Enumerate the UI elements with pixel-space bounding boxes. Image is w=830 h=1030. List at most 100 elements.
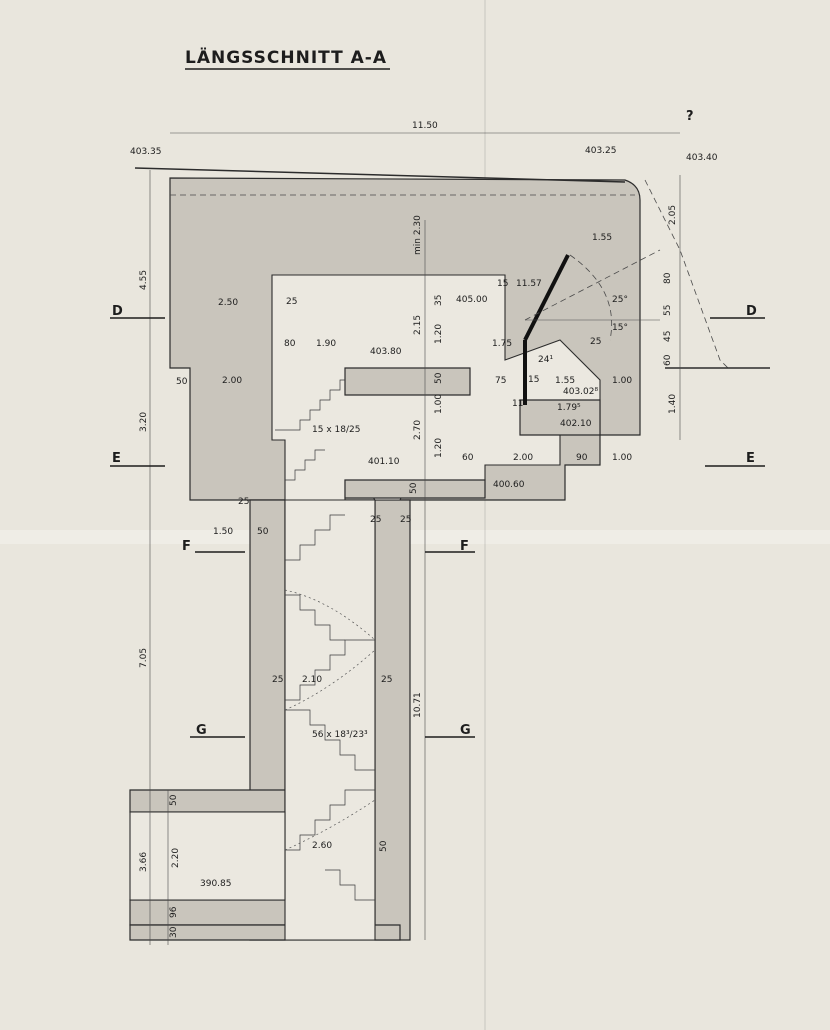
level-top-mid: 403.25 [585, 146, 617, 156]
terrain-top [134, 167, 626, 183]
dim-2-20: 2.20 [171, 848, 181, 868]
stair-walkline-2 [284, 649, 376, 711]
dim-50-e: 50 [434, 372, 444, 384]
dim-1-90: 1.90 [316, 339, 336, 349]
dim-10-71: 10.71 [413, 692, 423, 718]
level-403-80: 403.80 [370, 347, 402, 357]
dim-overall-width: 11.50 [412, 121, 438, 131]
shaft-wall-right [374, 499, 411, 941]
dim-2-10: 2.10 [302, 675, 322, 685]
dim-2-15: 2.15 [413, 315, 423, 335]
dim-96: 96 [169, 906, 179, 918]
dim-1-00-lower: 1.00 [612, 453, 632, 463]
stair-flights [275, 379, 376, 901]
level-400-60: 400.60 [493, 480, 525, 490]
section-mark-g-left: G [196, 723, 207, 738]
dimension-labels: 11.50 4.55 3.20 7.05 3.66 2.20 10.71 2.0… [139, 121, 678, 938]
entrance-block [519, 399, 601, 436]
dim-25-g: 25 [590, 337, 601, 347]
dim-45: 45 [663, 331, 673, 342]
dim-50-c: 50 [169, 794, 179, 806]
sheet-mark: ? [686, 109, 694, 124]
dim-3-66: 3.66 [139, 852, 149, 872]
dim-25-c: 25 [370, 515, 381, 525]
section-mark-e-right: E [746, 451, 755, 466]
angle-25: 25° [612, 295, 628, 305]
stair-note-upper: 15 x 18/25 [312, 425, 360, 435]
landing-401-10 [344, 479, 486, 499]
dim-80-b: 80 [663, 272, 673, 284]
dim-25-d: 25 [400, 515, 411, 525]
dim-1-20-b: 1.20 [434, 438, 444, 458]
section-mark-e-left: E [112, 451, 121, 466]
stair-walkline-3 [284, 799, 376, 851]
dimension-lines [149, 132, 681, 945]
stair-flight-3 [285, 514, 345, 561]
dim-11-57: 11.57 [516, 279, 542, 289]
dim-2-70: 2.70 [413, 420, 423, 440]
shaft-void [284, 499, 376, 941]
stair-flight-1 [275, 379, 345, 431]
dim-25-f: 25 [381, 675, 392, 685]
dim-4-55: 4.55 [139, 270, 149, 290]
dim-7-05: 7.05 [139, 648, 149, 668]
terrain-slope [644, 179, 731, 371]
dim-55: 55 [663, 305, 673, 316]
dim-80-a: 80 [284, 339, 296, 349]
dim-2-00-right: 2.00 [513, 453, 533, 463]
dim-15-b: 15 [528, 375, 539, 385]
level-top-right: 403.40 [686, 153, 718, 163]
angle-15: 15° [612, 323, 628, 333]
stair-flight-7 [285, 789, 375, 851]
level-405: 405.00 [456, 295, 488, 305]
stair-walkline-1 [284, 589, 376, 641]
stair-note-lower: 56 x 18³/23³ [312, 730, 368, 740]
dim-24-1: 24¹ [538, 355, 553, 365]
dim-1-75: 1.75 [492, 339, 512, 349]
dim-25-a: 25 [286, 297, 297, 307]
dim-1-50: 1.50 [213, 527, 233, 537]
door-leaf-upper [523, 254, 570, 341]
dim-90: 90 [576, 453, 588, 463]
level-402-10: 402.10 [560, 419, 592, 429]
dim-min-2-30: min 2.30 [413, 215, 423, 255]
level-403-02: 403.02⁸ [563, 387, 598, 397]
paper-fold [0, 530, 830, 544]
dim-25-e: 25 [272, 675, 283, 685]
section-mark-f-right: F [460, 539, 469, 554]
dim-1-00-vert: 1.00 [434, 394, 444, 414]
level-401-10: 401.10 [368, 457, 400, 467]
dim-2-05: 2.05 [668, 205, 678, 225]
section-mark-d-left: D [112, 304, 123, 319]
stair-flight-6 [285, 709, 375, 771]
tunnel-roof-slab [129, 789, 286, 813]
dim-11: 11 [512, 399, 523, 409]
dim-3-20: 3.20 [139, 412, 149, 432]
angle-line-25 [524, 249, 661, 321]
section-marks: D D E E F F G G [110, 304, 765, 738]
stair-flight-5 [285, 639, 375, 701]
entrance-detail [523, 179, 770, 405]
dim-2-50: 2.50 [218, 298, 238, 308]
dim-1-79: 1.79⁵ [557, 403, 581, 413]
dim-60-right: 60 [663, 354, 673, 366]
dim-60: 60 [462, 453, 474, 463]
dim-1-20-a: 1.20 [434, 324, 444, 344]
section-mark-f-left: F [182, 539, 191, 554]
dim-30: 30 [169, 926, 179, 938]
dim-50-a: 50 [176, 377, 188, 387]
dim-15: 15 [497, 279, 508, 289]
dim-50-d: 50 [379, 840, 389, 852]
dim-2-00: 2.00 [222, 376, 242, 386]
landing-403-80 [344, 367, 471, 396]
dim-75: 75 [495, 376, 506, 386]
dim-1-40: 1.40 [668, 394, 678, 414]
dim-1-55-top: 1.55 [592, 233, 612, 243]
tunnel-void [129, 811, 286, 901]
stair-flight-4 [285, 594, 345, 641]
stair-flight-8 [325, 869, 375, 901]
stair-flight-2 [285, 449, 325, 481]
dim-35: 35 [434, 295, 444, 306]
level-top-left: 403.35 [130, 147, 162, 157]
